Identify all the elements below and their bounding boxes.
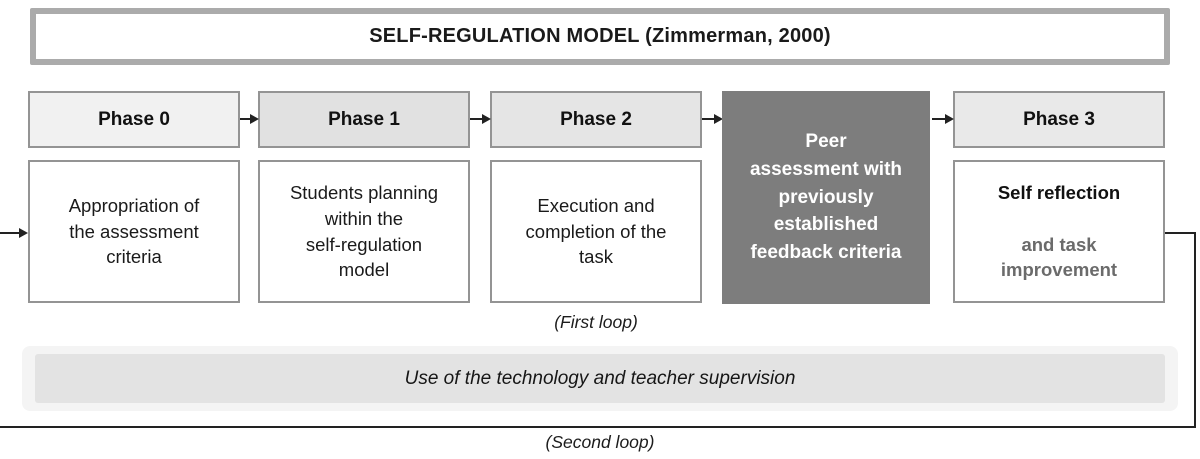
peer-assessment-box: Peer assessment with previously establis…: [722, 91, 930, 304]
phase-0-body: Appropriation of the assessment criteria: [28, 160, 240, 303]
loop-line-bottom: [0, 426, 1196, 428]
phase-3-body: Self reflection and task improvement: [953, 160, 1165, 303]
arrow-peer-to-phase3-icon: [932, 114, 954, 124]
diagram-title-box: SELF-REGULATION MODEL (Zimmerman, 2000): [30, 8, 1170, 65]
loop-entry-arrow-icon: [0, 228, 28, 238]
second-loop-label: (Second loop): [545, 432, 655, 452]
phase-3-body-secondary: and task improvement: [1000, 233, 1118, 281]
phase-1-body: Students planning within the self-regula…: [258, 160, 470, 303]
arrow-phase1-to-phase2-icon: [470, 114, 491, 124]
loop-line-right-stub: [1165, 232, 1196, 234]
first-loop-label: (First loop): [554, 312, 638, 332]
phase-2-header: Phase 2: [490, 91, 702, 148]
page-title: SELF-REGULATION MODEL (Zimmerman, 2000): [369, 25, 831, 47]
phase-0-header: Phase 0: [28, 91, 240, 148]
phase-1-header: Phase 1: [258, 91, 470, 148]
phase-2-body: Execution and completion of the task: [490, 160, 702, 303]
arrow-phase0-to-phase1-icon: [240, 114, 259, 124]
phase-3-header: Phase 3: [953, 91, 1165, 148]
phase-3-body-primary: Self reflection: [997, 181, 1121, 203]
loop-line-right-vertical: [1194, 232, 1196, 428]
technology-band: Use of the technology and teacher superv…: [35, 354, 1165, 403]
arrow-phase2-to-peer-icon: [702, 114, 723, 124]
